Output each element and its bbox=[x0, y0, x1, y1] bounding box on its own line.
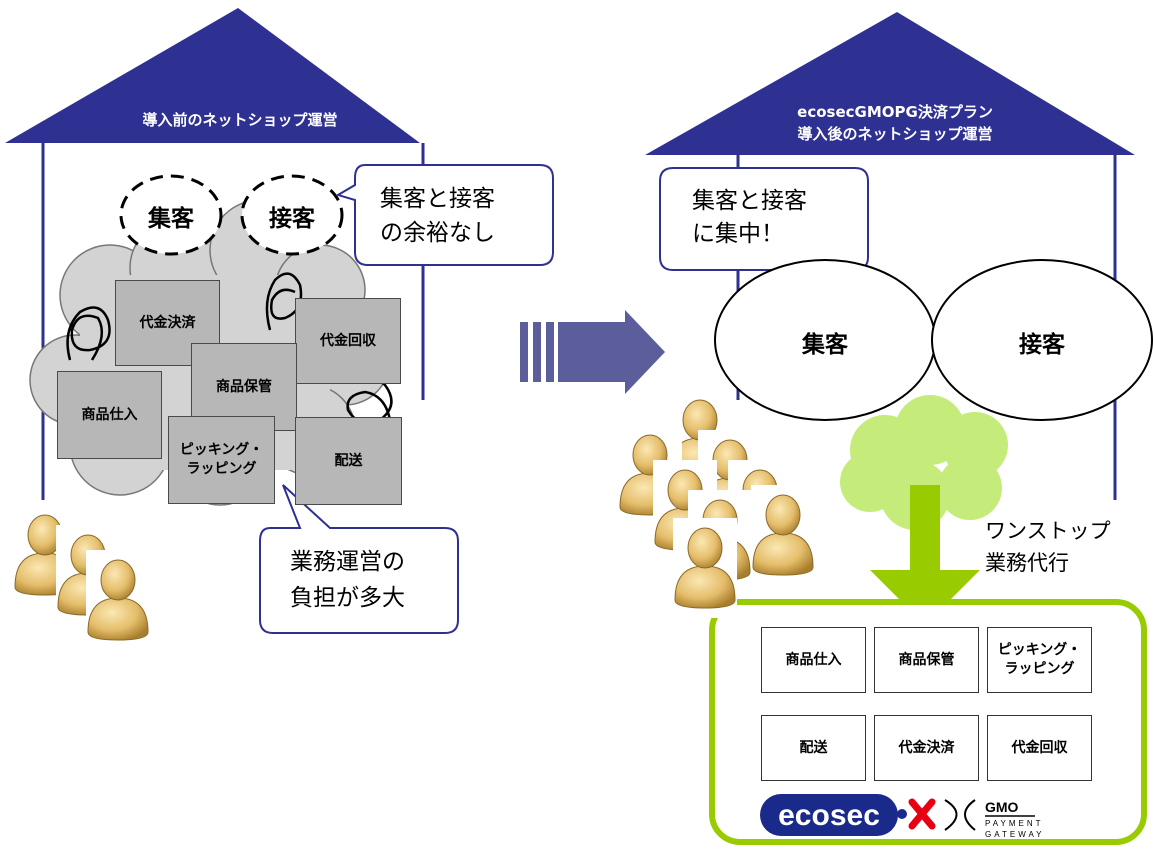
svg-text:GMO: GMO bbox=[985, 799, 1019, 815]
big-arrow bbox=[520, 310, 665, 394]
svg-text:PAYMENT: PAYMENT bbox=[985, 819, 1043, 828]
left-bubble-top bbox=[335, 164, 554, 266]
right-label-sekkyaku: 接客 bbox=[1019, 332, 1065, 358]
right-ellipse-sekkyaku bbox=[931, 259, 1153, 421]
left-task-haiso: 配送 bbox=[295, 417, 402, 505]
left-task-picking-line1: ピッキング・ bbox=[179, 442, 264, 458]
left-roof bbox=[5, 8, 420, 143]
onestop-line1: ワンストップ bbox=[985, 519, 1111, 543]
left-bubble-bottom-line2: 負担が多大 bbox=[290, 585, 405, 611]
green-down-arrow bbox=[870, 485, 980, 625]
right-task-daikin-kaishu: 代金回収 bbox=[987, 715, 1092, 781]
right-task-picking: ピッキング・ ラッピング bbox=[987, 627, 1092, 693]
left-task-daikin-kaishu: 代金回収 bbox=[295, 298, 401, 384]
right-task-picking-line1: ピッキング・ bbox=[997, 642, 1082, 658]
left-task-shohin-shiire: 商品仕入 bbox=[57, 371, 162, 459]
left-task-picking: ピッキング・ ラッピング bbox=[168, 416, 275, 504]
left-task-picking-line2: ラッピング bbox=[186, 461, 257, 477]
right-roof bbox=[645, 12, 1135, 155]
gmo-logo: GMO PAYMENT GATEWAY bbox=[944, 799, 1045, 839]
svg-text:GATEWAY: GATEWAY bbox=[985, 830, 1045, 839]
left-label-sekkyaku: 接客 bbox=[269, 206, 315, 232]
left-ellipse-sekkyaku bbox=[240, 174, 344, 256]
right-roof-title-line1: ecosecGMOPG決済プラン bbox=[797, 103, 993, 121]
left-bubble-bottom bbox=[259, 484, 459, 634]
left-bubble-top-line1: 集客と接客 bbox=[380, 186, 495, 212]
right-task-shohin-shiire: 商品仕入 bbox=[761, 627, 866, 693]
right-bubble-line1: 集客と接客 bbox=[692, 188, 807, 214]
onestop-line2: 業務代行 bbox=[985, 551, 1069, 575]
left-bubble-bottom-line1: 業務運営の bbox=[290, 549, 405, 575]
ecosec-logo: ecosec bbox=[760, 794, 907, 836]
right-task-shohin-hokan: 商品保管 bbox=[874, 627, 979, 693]
right-bubble-line2: に集中！ bbox=[692, 221, 784, 247]
right-label-shukyaku: 集客 bbox=[802, 332, 848, 358]
left-label-shukyaku: 集客 bbox=[148, 206, 194, 232]
people-right bbox=[617, 389, 816, 619]
left-bubble-top-line2: の余裕なし bbox=[380, 220, 495, 246]
right-task-haiso: 配送 bbox=[761, 715, 866, 781]
people-left bbox=[12, 504, 151, 651]
left-roof-title: 導入前のネットショップ運営 bbox=[142, 111, 338, 129]
right-task-picking-line2: ラッピング bbox=[1004, 661, 1075, 677]
right-roof-title-line2: 導入後のネットショップ運営 bbox=[797, 125, 993, 143]
svg-text:ecosec: ecosec bbox=[778, 799, 880, 832]
cross-icon bbox=[908, 798, 936, 830]
right-task-daikin-kessai: 代金決済 bbox=[874, 715, 979, 781]
left-ellipse-shukyaku bbox=[119, 174, 223, 256]
